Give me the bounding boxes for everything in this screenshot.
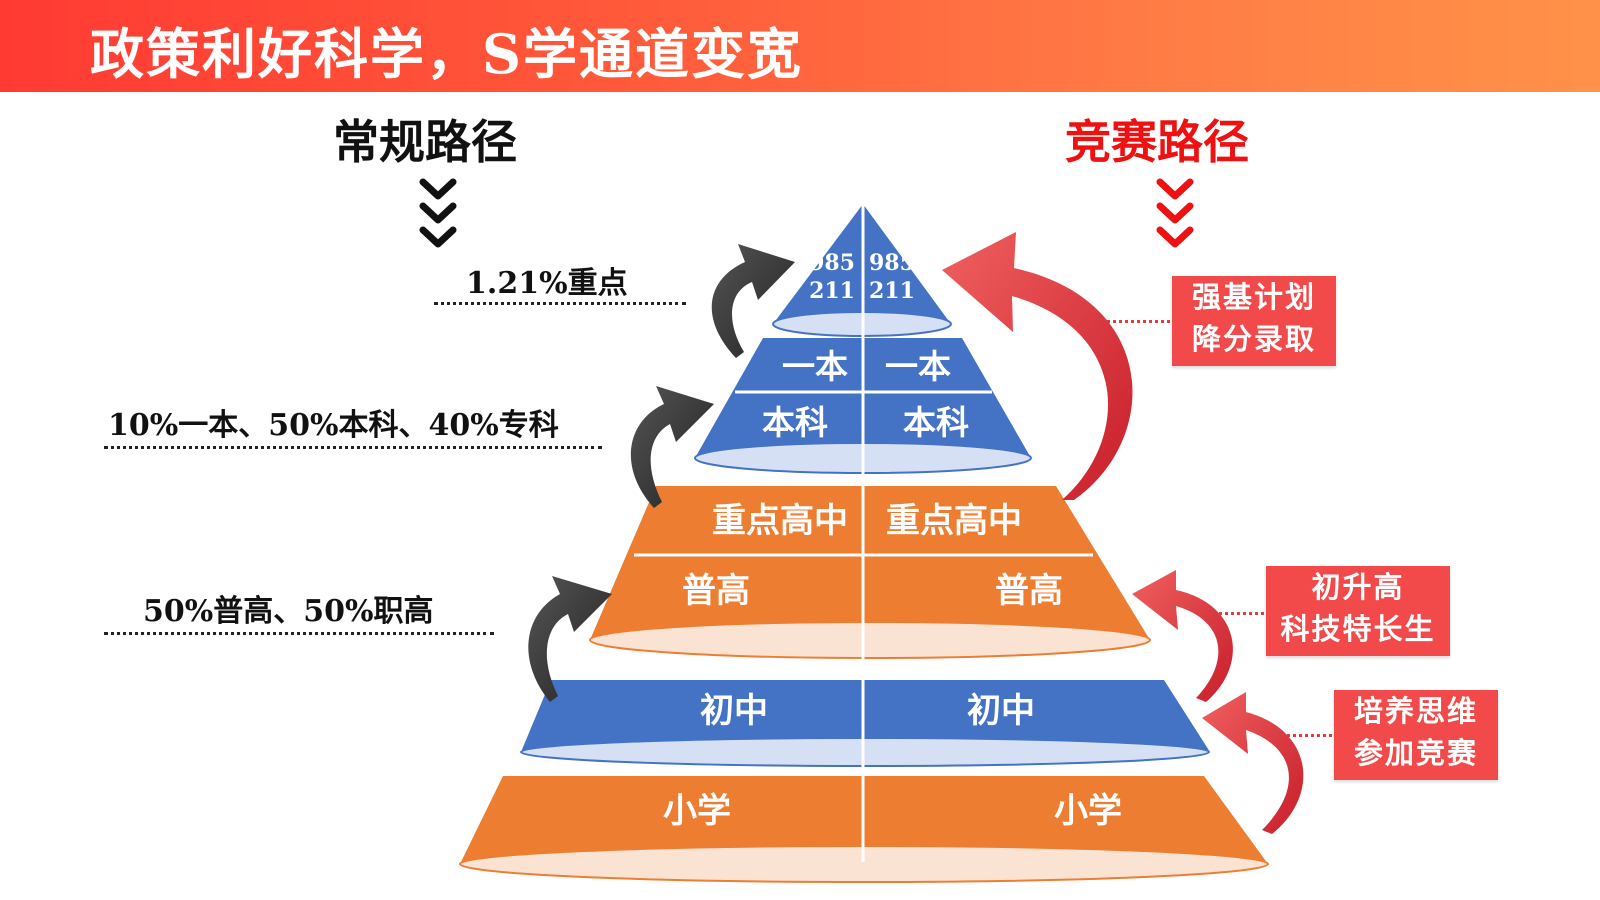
regular-chevron-down-icon bbox=[419, 178, 457, 248]
tier-middle-school-body bbox=[521, 680, 1210, 752]
competition-arrow-middle-icon bbox=[1132, 570, 1233, 702]
tier-university-left-line1: 一本 bbox=[782, 347, 848, 386]
tier-top-right-line2: 211 bbox=[869, 278, 915, 304]
tag-connector-2 bbox=[1196, 612, 1264, 615]
regular-arrow-high-school-icon bbox=[528, 576, 612, 702]
tag-connector-3 bbox=[1264, 734, 1332, 737]
tier-middle-school-base bbox=[520, 737, 1210, 767]
competition-path-title: 竞赛路径 bbox=[1065, 115, 1249, 169]
tier-top-left-line1: 985 bbox=[809, 250, 855, 276]
regular-arrow-top-icon bbox=[711, 244, 795, 358]
title-banner: 政策利好科学，S学通道变宽 bbox=[0, 0, 1600, 92]
tag-line: 降分录取 bbox=[1191, 322, 1316, 356]
tag-line: 初升高 bbox=[1311, 570, 1405, 604]
tag-line: 强基计划 bbox=[1191, 280, 1316, 314]
tag-strong-foundation: 强基计划 降分录取 bbox=[1172, 276, 1336, 366]
tier-high-school-base bbox=[589, 621, 1151, 659]
tag-tech-specialty: 初升高 科技特长生 bbox=[1266, 566, 1450, 656]
tag-line: 培养思维 bbox=[1353, 694, 1478, 728]
tier-middle-school-left-label: 初中 bbox=[700, 691, 768, 731]
tier-high-school-left-line1: 重点高中 bbox=[712, 501, 848, 541]
regular-arrow-university-icon bbox=[630, 386, 714, 508]
tier-middle-school bbox=[520, 680, 1210, 767]
tag-competition-training: 培养思维 参加竞赛 bbox=[1334, 690, 1498, 780]
stat-label-high-school: 50%普高、50%职高 bbox=[143, 594, 434, 629]
tag-connector-1 bbox=[1100, 320, 1170, 323]
tier-primary-school-left-label: 小学 bbox=[663, 791, 731, 831]
tier-university-left-line2: 本科 bbox=[762, 403, 828, 442]
stat-label-top: 1.21%重点 bbox=[466, 266, 628, 301]
tier-high-school-body bbox=[590, 486, 1150, 640]
stat-label-university: 10%一本、50%本科、40%专科 bbox=[108, 408, 559, 443]
tier-university-right-line2: 本科 bbox=[903, 403, 969, 442]
tier-middle-school-right-label: 初中 bbox=[967, 691, 1035, 731]
tier-high-school-left-line2: 普高 bbox=[682, 571, 750, 611]
tag-line: 参加竞赛 bbox=[1353, 736, 1478, 770]
competition-chevron-down-icon bbox=[1156, 178, 1194, 248]
competition-arrow-large-icon bbox=[942, 232, 1133, 500]
regular-path-title: 常规路径 bbox=[333, 115, 517, 169]
stat-dotted-line-top bbox=[434, 302, 686, 305]
stat-dotted-line-high-school bbox=[104, 632, 494, 635]
competition-arrow-bottom-icon bbox=[1202, 692, 1304, 834]
tier-high-school bbox=[589, 486, 1151, 659]
tag-line: 科技特长生 bbox=[1280, 612, 1436, 646]
banner-title: 政策利好科学，S学通道变宽 bbox=[90, 22, 803, 86]
tier-top-right-line1: 985 bbox=[869, 250, 915, 276]
tier-university-right-line1: 一本 bbox=[885, 347, 951, 386]
tier-primary-school-right-label: 小学 bbox=[1054, 791, 1122, 831]
tier-high-school-right-line2: 普高 bbox=[995, 571, 1063, 611]
tier-top-left-line2: 211 bbox=[809, 278, 855, 304]
stat-dotted-line-university bbox=[104, 446, 602, 449]
tier-high-school-right-line1: 重点高中 bbox=[886, 501, 1022, 541]
